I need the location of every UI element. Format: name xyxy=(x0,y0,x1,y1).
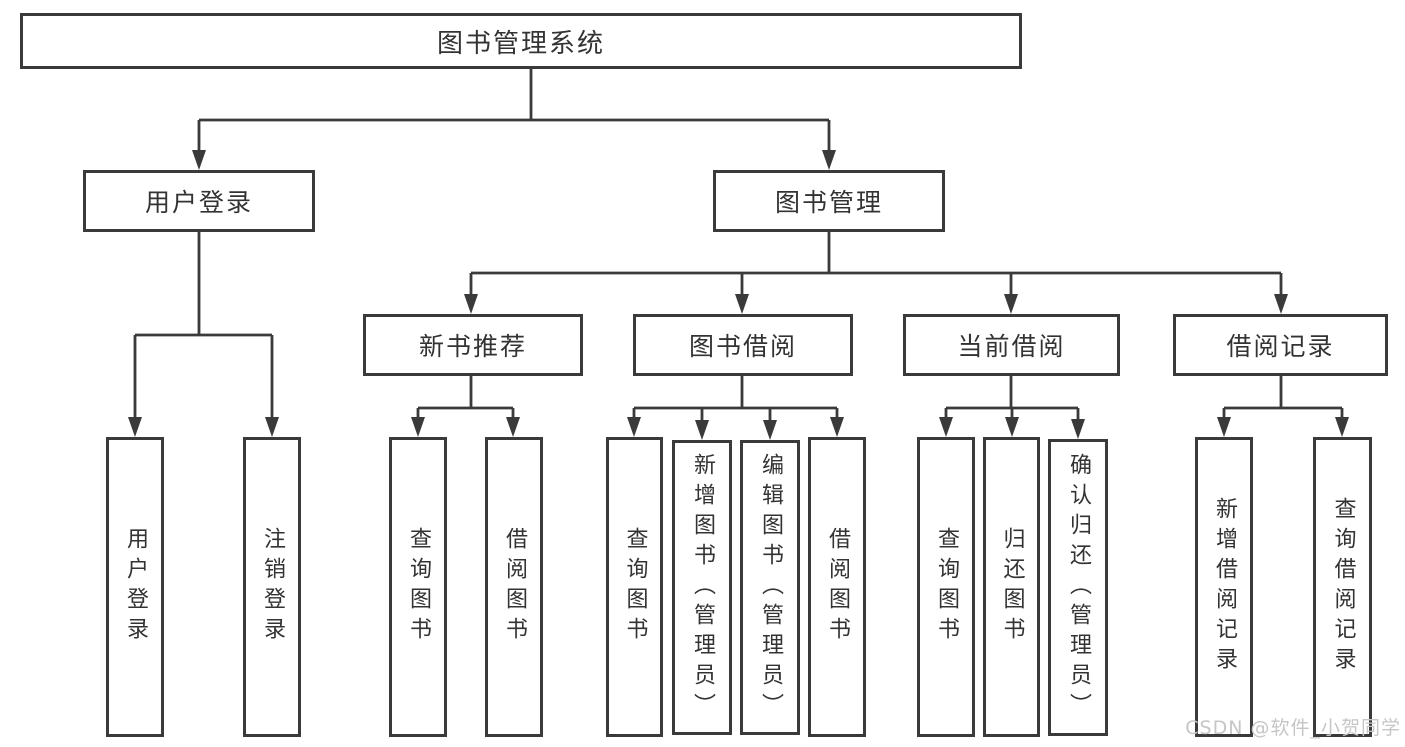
node-new-book-recommend-label: 新书推荐 xyxy=(418,332,527,361)
node-new-book-recommend: 新书推荐 xyxy=(363,314,583,376)
watermark: CSDN @软件_小贺同学 xyxy=(1185,717,1401,739)
leaf-user-login-label: 用户登录 xyxy=(123,527,148,647)
node-book-management: 图书管理 xyxy=(713,170,945,232)
node-borrow-records-label: 借阅记录 xyxy=(1226,332,1335,361)
leaf-query-books-current: 查询图书 xyxy=(917,437,975,737)
leaf-query-books-recommend-label: 查询图书 xyxy=(406,527,431,647)
node-book-management-label: 图书管理 xyxy=(774,188,883,217)
leaf-borrow-books-recommend-label: 借阅图书 xyxy=(502,527,527,647)
leaf-add-book-admin-label: 新增图书（管理员） xyxy=(690,452,715,723)
node-current-borrow-label: 当前借阅 xyxy=(957,332,1066,361)
leaf-query-books-current-label: 查询图书 xyxy=(934,527,959,647)
node-user-login-branch: 用户登录 xyxy=(83,170,315,232)
leaf-user-login: 用户登录 xyxy=(106,437,164,737)
leaf-logout: 注销登录 xyxy=(243,437,301,737)
node-borrow-records: 借阅记录 xyxy=(1173,314,1388,376)
leaf-return-book-label: 归还图书 xyxy=(999,527,1025,647)
leaf-confirm-return-admin: 确认归还（管理员） xyxy=(1048,439,1108,736)
leaf-add-book-admin: 新增图书（管理员） xyxy=(672,440,732,735)
leaf-query-borrow-record: 查询借阅记录 xyxy=(1313,437,1372,737)
leaf-query-books-borrow: 查询图书 xyxy=(606,437,663,737)
node-user-login-branch-label: 用户登录 xyxy=(144,188,253,217)
leaf-confirm-return-admin-label: 确认归还（管理员） xyxy=(1066,452,1091,723)
leaf-add-borrow-record-label: 新增借阅记录 xyxy=(1212,497,1237,677)
node-book-borrow: 图书借阅 xyxy=(633,314,853,376)
leaf-return-book: 归还图书 xyxy=(983,437,1040,737)
leaf-query-books-recommend: 查询图书 xyxy=(389,437,447,737)
leaf-borrow-books-recommend: 借阅图书 xyxy=(485,437,543,737)
leaf-logout-label: 注销登录 xyxy=(260,527,285,647)
leaf-edit-book-admin: 编辑图书（管理员） xyxy=(740,440,800,735)
leaf-borrow-books-borrow: 借阅图书 xyxy=(808,437,866,737)
node-book-borrow-label: 图书借阅 xyxy=(688,332,797,361)
node-current-borrow: 当前借阅 xyxy=(903,314,1120,376)
leaf-query-borrow-record-label: 查询借阅记录 xyxy=(1330,497,1356,677)
node-library-system-label: 图书管理系统 xyxy=(436,28,605,59)
leaf-add-borrow-record: 新增借阅记录 xyxy=(1195,437,1253,737)
leaf-query-books-borrow-label: 查询图书 xyxy=(622,527,648,647)
node-library-system: 图书管理系统 xyxy=(20,13,1022,69)
leaf-borrow-books-borrow-label: 借阅图书 xyxy=(825,527,850,647)
leaf-edit-book-admin-label: 编辑图书（管理员） xyxy=(758,452,783,723)
